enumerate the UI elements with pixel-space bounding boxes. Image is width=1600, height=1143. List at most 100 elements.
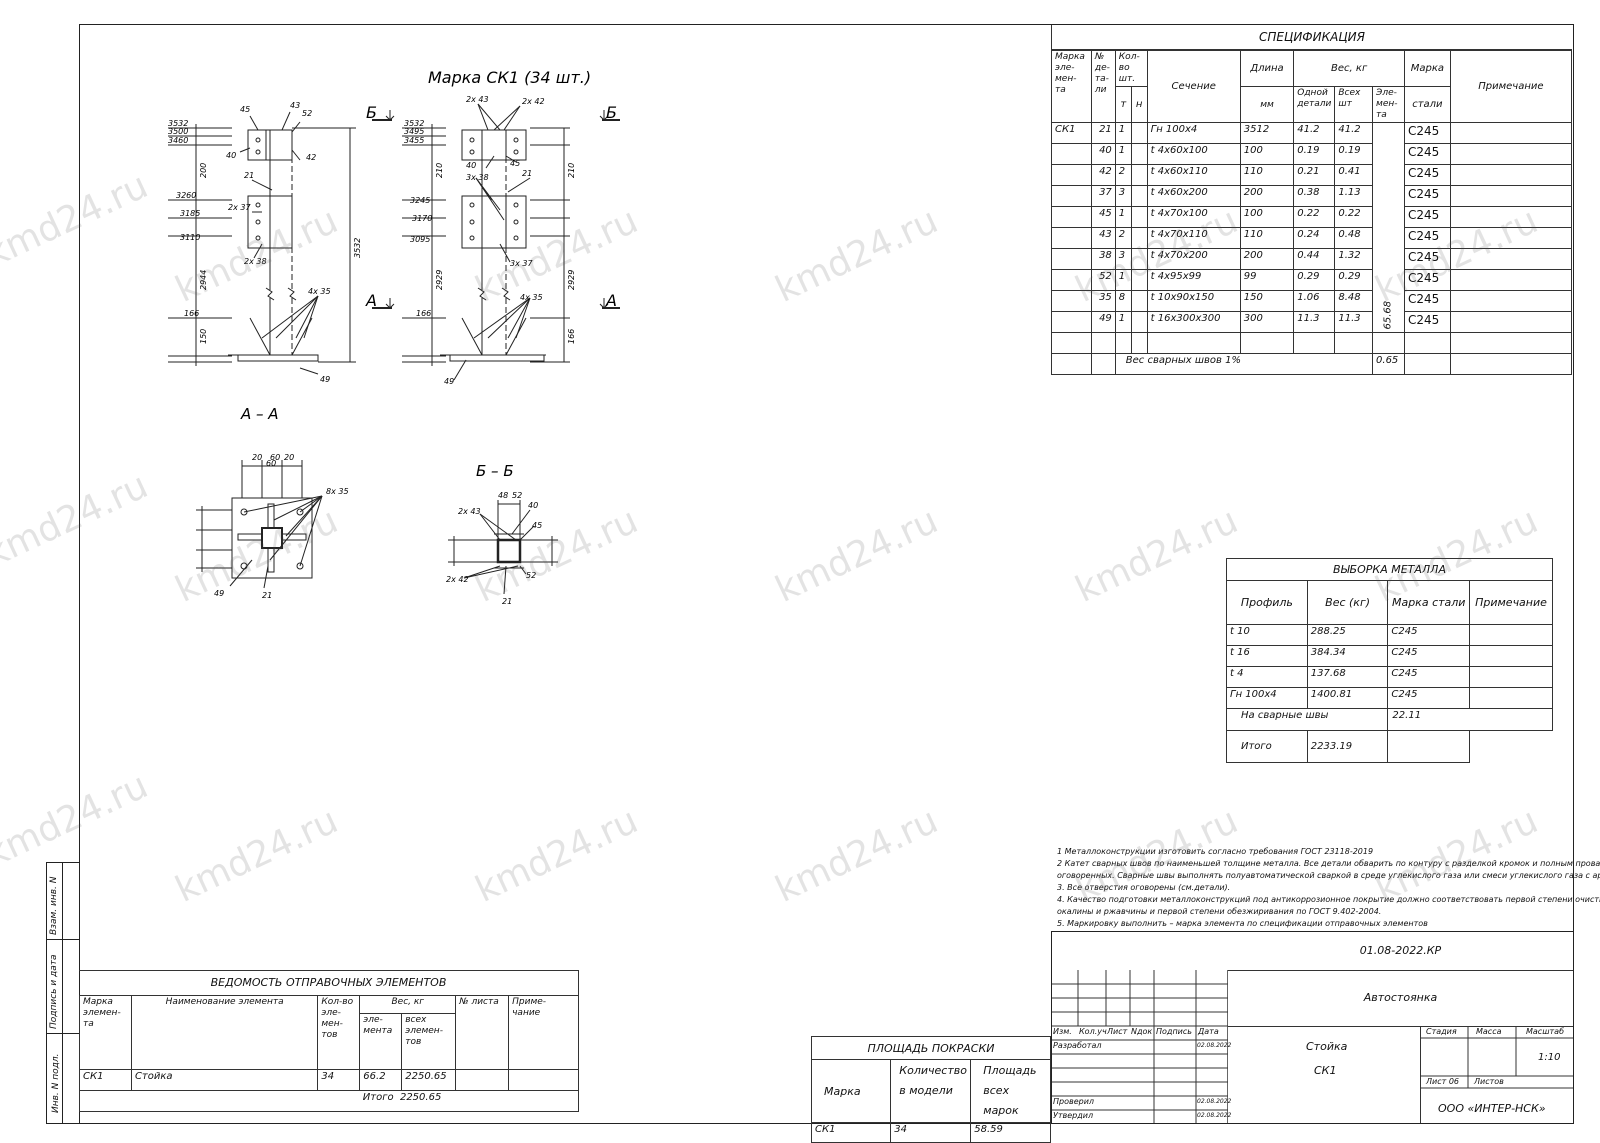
stamp-h-stage: Стадия — [1426, 1027, 1457, 1036]
spec-num: 37 — [1090, 185, 1116, 207]
metal-h-steel: Марка стали — [1387, 580, 1471, 625]
spec-num: 40 — [1090, 143, 1116, 165]
stamp-date-3: 02.08.2022 — [1197, 1112, 1232, 1119]
paint-h-area: Площадь всех марок — [970, 1059, 1051, 1123]
stamp-h-list: Лист — [1107, 1027, 1128, 1036]
view-title: Марка СК1 (34 шт.) — [428, 68, 591, 87]
rdim-210: 210 — [435, 163, 444, 178]
spec-one: 0.21 — [1293, 164, 1336, 186]
aa-dim-5: 8x 35 — [326, 487, 349, 496]
spec-one: 11.3 — [1293, 311, 1336, 333]
spec-t: 3 — [1114, 248, 1132, 270]
spec-steel: С245 — [1403, 269, 1451, 291]
note-4: 4. Качество подготовки металлоконструкци… — [1057, 895, 1600, 904]
spec-note — [1449, 143, 1573, 165]
metal-title: ВЫБОРКА МЕТАЛЛА — [1226, 558, 1553, 580]
aa-dim-4: 20 — [284, 453, 294, 462]
spec-weld-label: Вес сварных швов 1% — [1114, 353, 1374, 375]
spec-all: 0.22 — [1334, 206, 1374, 228]
aa-dim-6: 49 — [214, 589, 224, 598]
metal-total-label: Итого — [1226, 730, 1308, 763]
spec-num: 43 — [1090, 227, 1116, 249]
stamp-name-2: СК1 — [1314, 1064, 1337, 1077]
metal-profile: t 10 — [1226, 624, 1308, 646]
spec-t: 2 — [1114, 227, 1132, 249]
spec-length: 110 — [1239, 164, 1295, 186]
ship-name: Стойка — [130, 1069, 319, 1091]
paint-h-mark: Марка — [810, 1059, 892, 1123]
metal-h-weight: Вес (кг) — [1306, 580, 1389, 625]
r-lbl-2x42: 2x 42 — [522, 97, 545, 106]
ship-h-elem: эле- мента — [359, 1013, 403, 1070]
spec-h-mark: Марка эле- мен- та — [1051, 50, 1092, 123]
spec-steel: С245 — [1403, 248, 1451, 270]
spec-section: t 4х70х110 — [1146, 227, 1241, 249]
spec-all: 0.29 — [1334, 269, 1374, 291]
spec-element-blank — [1051, 269, 1092, 291]
note-2: 2 Катет сварных швов по наименьшей толщи… — [1057, 859, 1600, 868]
spec-grid: Марка эле- мен- та № де- та- ли Кол-во ш… — [1051, 50, 1573, 375]
spec-h-n: н — [1130, 86, 1148, 123]
ship-mark: СК1 — [79, 1069, 132, 1091]
rrdim-166: 166 — [567, 329, 576, 344]
metal-weight: 384.34 — [1306, 645, 1389, 667]
metal-steel: С245 — [1387, 645, 1471, 667]
ship-total-label: Итого — [362, 1092, 394, 1103]
spec-all: 1.13 — [1334, 185, 1374, 207]
ship-h-sheet: № листа — [455, 995, 510, 1070]
stamp-grid — [1052, 970, 1228, 1123]
paint-title: ПЛОЩАДЬ ПОКРАСКИ — [811, 1036, 1051, 1059]
spec-num: 35 — [1090, 290, 1116, 312]
ship-h-name: Наименование элемента — [130, 995, 319, 1070]
spec-h-steel: Марка — [1403, 50, 1451, 87]
spec-all: 8.48 — [1334, 290, 1374, 312]
spec-t: 1 — [1114, 311, 1132, 333]
ship-h-note: Приме- чание — [508, 995, 579, 1070]
elev-right-6: 3095 — [410, 235, 430, 244]
elev-right-1: 3532 — [404, 119, 424, 128]
elev-left-3: 3460 — [168, 136, 188, 145]
drawing-views: Марка СК1 (34 шт.) А – А Б – Б Б Б А А 3… — [168, 68, 620, 606]
bb-dim-5: 2x 43 — [458, 507, 481, 516]
spec-length: 150 — [1239, 290, 1295, 312]
metal-note — [1469, 666, 1553, 688]
stamp-scale: 1:10 — [1538, 1052, 1561, 1063]
spec-one: 0.22 — [1293, 206, 1336, 228]
spec-one: 1.06 — [1293, 290, 1336, 312]
lbl-42: 42 — [306, 153, 316, 162]
r-lbl-49: 49 — [444, 377, 454, 386]
metal-weld-value: 22.11 — [1387, 708, 1553, 731]
cut-b-right: Б — [606, 103, 617, 122]
ship-h-mark: Марка элемен- та — [79, 995, 132, 1070]
spec-n — [1130, 185, 1148, 207]
metal-weight: 137.68 — [1306, 666, 1389, 688]
lbl-49: 49 — [320, 375, 330, 384]
shipping-title: ВЕДОМОСТЬ ОТПРАВОЧНЫХ ЭЛЕМЕНТОВ — [79, 970, 579, 995]
spec-one: 0.24 — [1293, 227, 1336, 249]
stamp-checked: Проверил — [1053, 1097, 1095, 1106]
spec-one: 0.44 — [1293, 248, 1336, 270]
spec-one: 0.19 — [1293, 143, 1336, 165]
elev-left-2: 3500 — [168, 127, 188, 136]
spec-all: 1.32 — [1334, 248, 1374, 270]
note-5: 5. Маркировку выполнить – марка элемента… — [1057, 919, 1428, 928]
spec-h-mm: мм — [1239, 86, 1295, 123]
elev-left-1: 3532 — [168, 119, 188, 128]
r-lbl-21: 21 — [522, 169, 532, 178]
spec-steel: С245 — [1403, 290, 1451, 312]
bb-dim-3: 40 — [528, 501, 538, 510]
stamp-h-koluch: Кол.уч — [1079, 1027, 1107, 1036]
spec-section: t 4х70х100 — [1146, 206, 1241, 228]
metal-steel: С245 — [1387, 666, 1471, 688]
rrdim-2929: 2929 — [567, 270, 576, 290]
spec-note — [1449, 248, 1573, 270]
metal-note — [1469, 645, 1553, 667]
ship-h-qty: Кол-во эле- мен- тов — [317, 995, 361, 1070]
